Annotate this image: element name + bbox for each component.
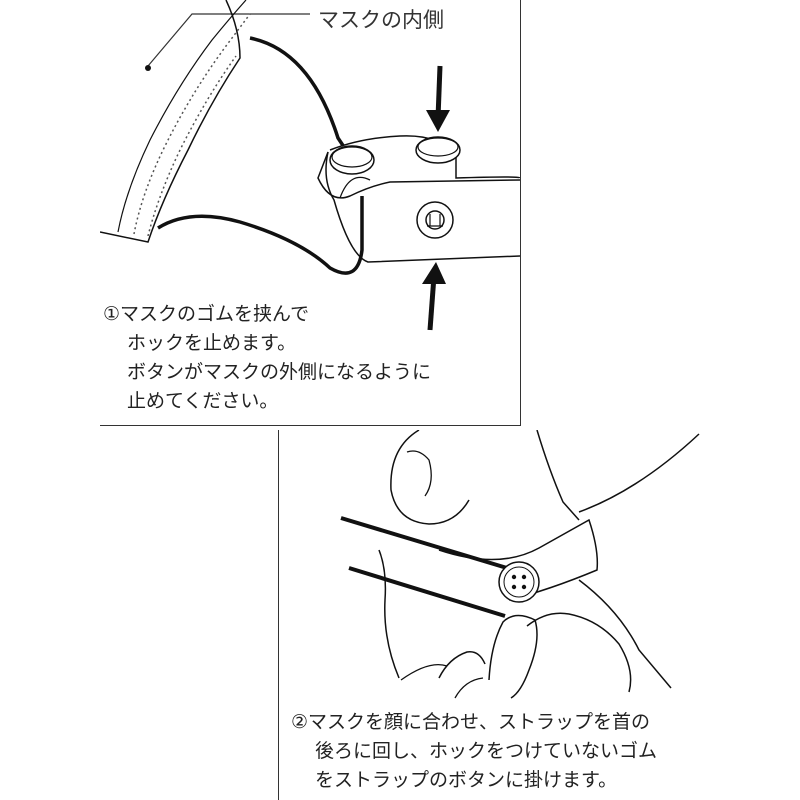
snap-socket-icon — [417, 202, 453, 238]
step1-line-4: 止めてください。 — [103, 387, 431, 416]
step1-line-1: ①マスクのゴムを挟んで — [103, 300, 431, 329]
step1-panel: マスクの内側 ①マスクのゴムを挟んで ホックを止めます。 ボタンがマスクの外側に… — [100, 0, 521, 426]
mask-inner-label: マスクの内側 — [318, 4, 444, 34]
step2-line-1: ②マスクを顔に合わせ、ストラップを首の — [291, 708, 657, 737]
step2-panel: ②マスクを顔に合わせ、ストラップを首の 後ろに回し、ホックをつけていないゴム を… — [278, 430, 724, 800]
arrow-down-icon — [426, 66, 450, 132]
step2-instructions: ②マスクを顔に合わせ、ストラップを首の 後ろに回し、ホックをつけていないゴム を… — [291, 708, 657, 795]
step1-line-2: ホックを止めます。 — [103, 329, 431, 358]
step2-line-3: をストラップのボタンに掛けます。 — [291, 766, 657, 795]
step1-instructions: ①マスクのゴムを挟んで ホックを止めます。 ボタンがマスクの外側になるように 止… — [103, 300, 431, 416]
step2-illustration — [279, 430, 724, 700]
step2-line-2: 後ろに回し、ホックをつけていないゴム — [291, 737, 657, 766]
step1-line-3: ボタンがマスクの外側になるように — [103, 358, 431, 387]
four-hole-button-icon — [499, 562, 539, 602]
